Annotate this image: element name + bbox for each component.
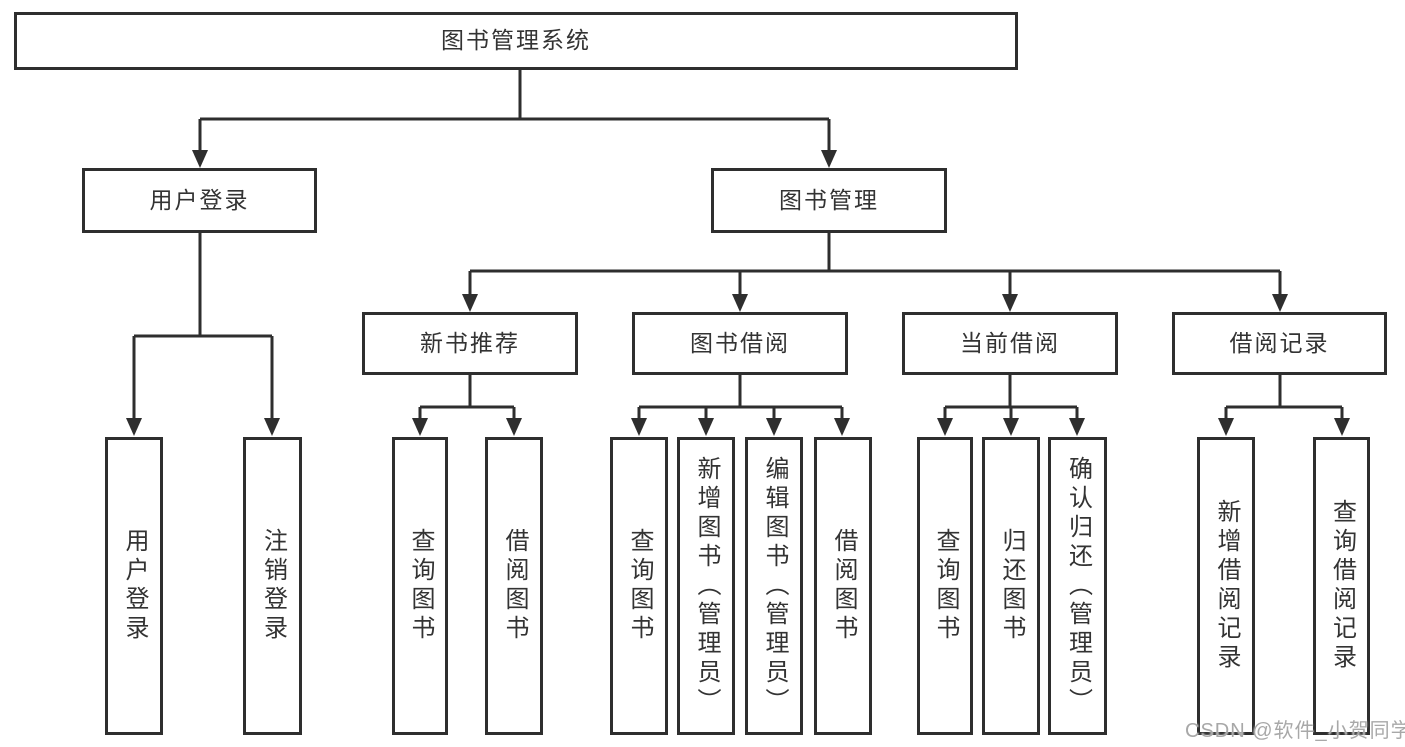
leaf-user-login: 用户登录: [105, 437, 163, 735]
leaf-query-books-recommend: 查询图书: [392, 437, 448, 735]
node-user-login: 用户登录: [82, 168, 317, 233]
leaf-logout: 注销登录: [243, 437, 302, 735]
leaf-borrow-books-recommend: 借阅图书: [485, 437, 543, 735]
node-current-borrow: 当前借阅: [902, 312, 1118, 375]
node-borrow-records: 借阅记录: [1172, 312, 1387, 375]
leaf-query-borrow-record: 查询借阅记录: [1313, 437, 1370, 735]
leaf-query-books-borrow: 查询图书: [610, 437, 668, 735]
node-library-management-system: 图书管理系统: [14, 12, 1018, 70]
node-new-book-recommend: 新书推荐: [362, 312, 578, 375]
leaf-return-book: 归还图书: [982, 437, 1040, 735]
node-book-management: 图书管理: [711, 168, 947, 233]
leaf-query-books-current: 查询图书: [917, 437, 973, 735]
node-book-borrow: 图书借阅: [632, 312, 848, 375]
csdn-watermark: CSDN @软件_小贺同学: [1185, 720, 1405, 742]
leaf-add-borrow-record: 新增借阅记录: [1197, 437, 1255, 735]
leaf-add-book-admin: 新增图书（管理员）: [677, 437, 735, 735]
leaf-edit-book-admin: 编辑图书（管理员）: [745, 437, 803, 735]
leaf-confirm-return-admin: 确认归还（管理员）: [1048, 437, 1107, 735]
leaf-borrow-books: 借阅图书: [814, 437, 872, 735]
